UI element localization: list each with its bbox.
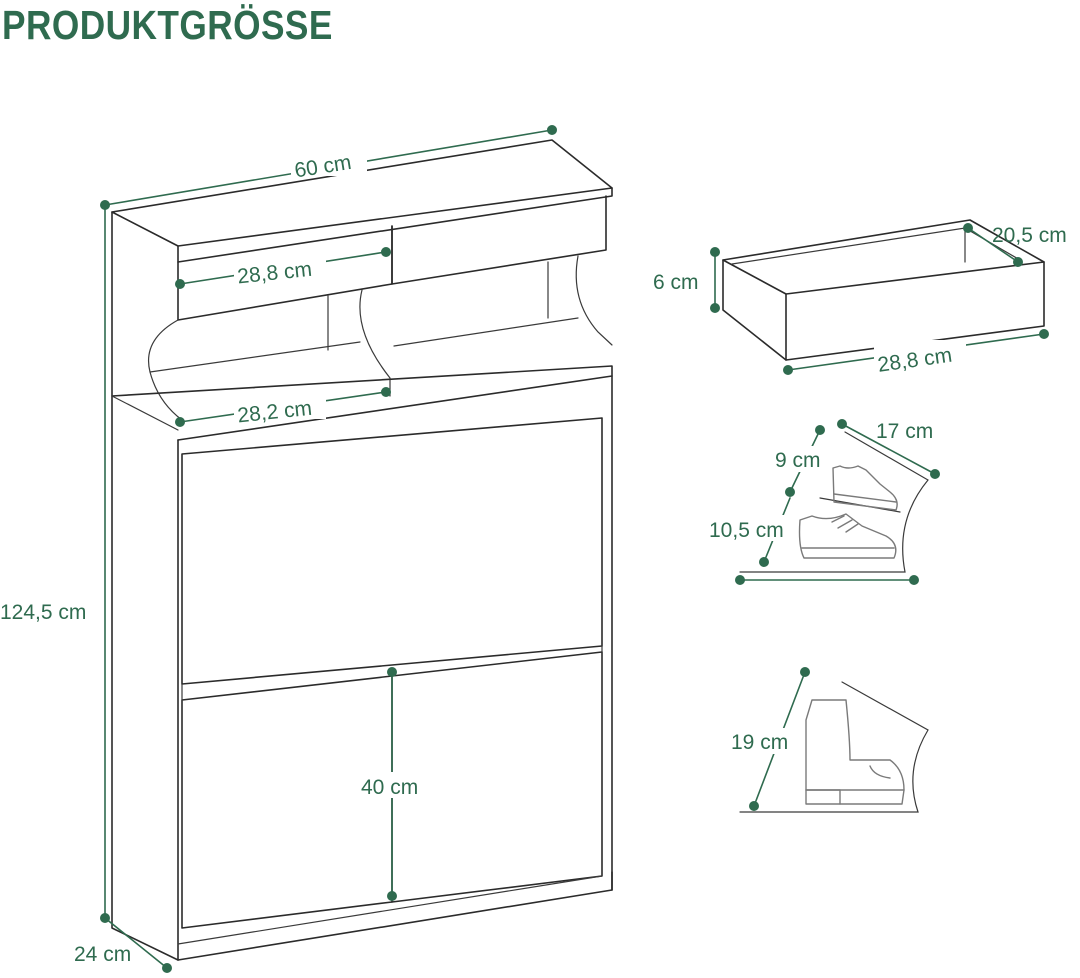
dimension-labels-boot: 19 cm (728, 728, 804, 754)
label-depth: 24 cm (74, 943, 131, 966)
label-upper-height: 9 cm (775, 449, 821, 472)
dimension-lines-boot (749, 667, 810, 811)
sneaker-icon (798, 465, 898, 559)
dimension-labels-compartment: 17 cm 9 cm 10,5 cm (706, 420, 933, 542)
label-lower-height: 10,5 cm (709, 519, 784, 542)
shoe-cabinet-drawing (111, 139, 613, 961)
dimension-labels-drawer: 6 cm 20,5 cm 28,8 cm (653, 224, 1067, 377)
label-door-height: 40 cm (361, 776, 418, 799)
compartment-drawing (739, 431, 929, 573)
boot-compartment-drawing (739, 681, 929, 813)
dimension-lines-main (100, 125, 557, 973)
boot-icon (805, 699, 905, 805)
dimension-lines-compartment (735, 419, 940, 585)
label-drawer-depth: 20,5 cm (992, 224, 1067, 247)
dimension-labels-main: 60 cm 124,5 cm 24 cm 28,8 cm 28,2 cm 40 … (0, 150, 430, 966)
label-compartment-depth: 17 cm (876, 420, 933, 443)
label-drawer-height: 6 cm (653, 271, 699, 294)
page-title: PRODUKTGRÖSSE (2, 2, 333, 48)
label-total-height: 124,5 cm (0, 601, 86, 624)
label-boot-height: 19 cm (731, 731, 788, 754)
